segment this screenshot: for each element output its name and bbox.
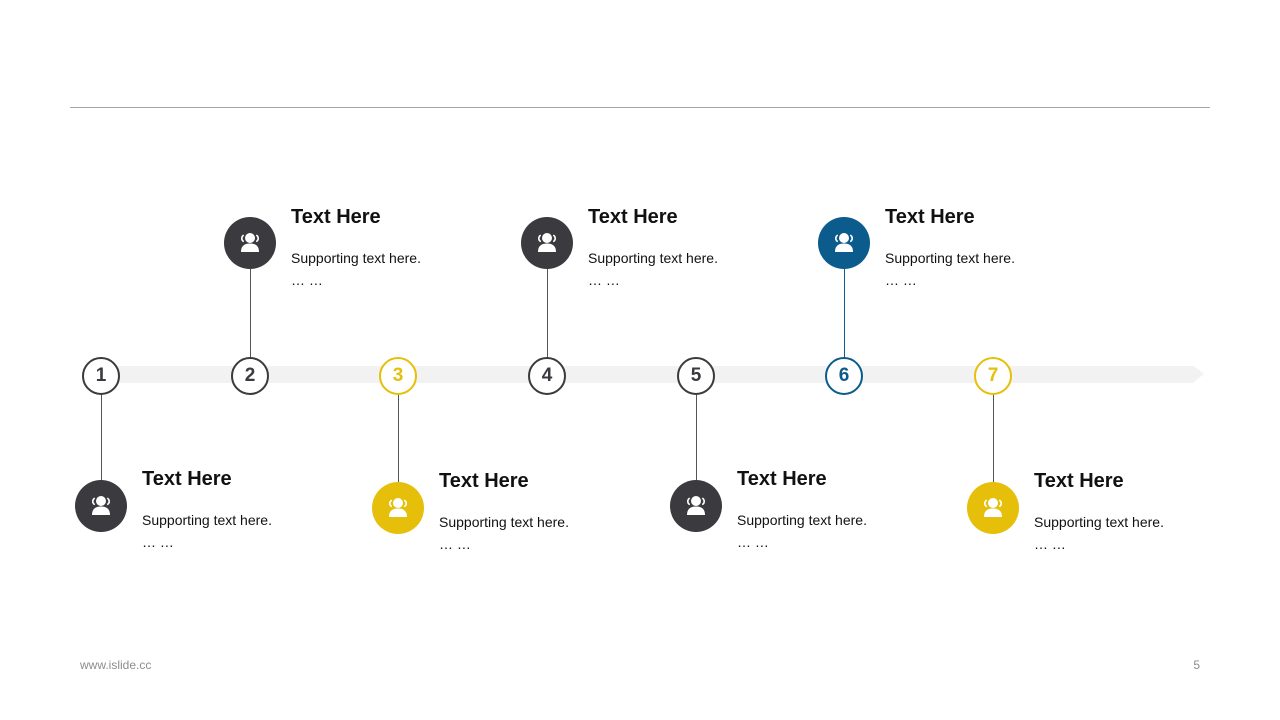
page-number: 5	[1193, 658, 1200, 672]
step-ellipsis: … …	[439, 536, 471, 552]
step-title: Text Here	[1034, 470, 1124, 492]
step-connector	[397, 376, 399, 508]
step-ellipsis: … …	[885, 272, 917, 288]
step-supporting-text: Supporting text here.	[588, 250, 718, 266]
step-title: Text Here	[588, 206, 678, 228]
step-connector	[695, 376, 697, 506]
step-supporting-text: Supporting text here.	[142, 512, 272, 528]
step-connector	[843, 243, 845, 376]
step-number-1: 1	[82, 357, 120, 395]
top-divider	[70, 107, 1210, 108]
users-icon	[224, 217, 276, 269]
step-number-4: 4	[528, 357, 566, 395]
step-title: Text Here	[885, 206, 975, 228]
step-ellipsis: … …	[1034, 536, 1066, 552]
users-icon	[75, 480, 127, 532]
users-icon	[372, 482, 424, 534]
step-number-6: 6	[825, 357, 863, 395]
step-number-2: 2	[231, 357, 269, 395]
footer-url: www.islide.cc	[80, 658, 152, 672]
timeline-track	[100, 366, 1194, 383]
step-number-3: 3	[379, 357, 417, 395]
step-connector	[992, 376, 994, 508]
step-title: Text Here	[142, 468, 232, 490]
step-number-5: 5	[677, 357, 715, 395]
step-number-7: 7	[974, 357, 1012, 395]
step-connector	[249, 243, 251, 376]
users-icon	[670, 480, 722, 532]
users-icon	[818, 217, 870, 269]
step-title: Text Here	[439, 470, 529, 492]
users-icon	[521, 217, 573, 269]
step-ellipsis: … …	[737, 534, 769, 550]
step-title: Text Here	[737, 468, 827, 490]
users-icon	[967, 482, 1019, 534]
step-supporting-text: Supporting text here.	[737, 512, 867, 528]
step-connector	[546, 243, 548, 376]
timeline-arrowhead	[1194, 366, 1204, 382]
step-supporting-text: Supporting text here.	[1034, 514, 1164, 530]
step-supporting-text: Supporting text here.	[439, 514, 569, 530]
step-ellipsis: … …	[142, 534, 174, 550]
step-ellipsis: … …	[588, 272, 620, 288]
step-supporting-text: Supporting text here.	[885, 250, 1015, 266]
step-connector	[100, 376, 102, 506]
step-title: Text Here	[291, 206, 381, 228]
step-ellipsis: … …	[291, 272, 323, 288]
step-supporting-text: Supporting text here.	[291, 250, 421, 266]
